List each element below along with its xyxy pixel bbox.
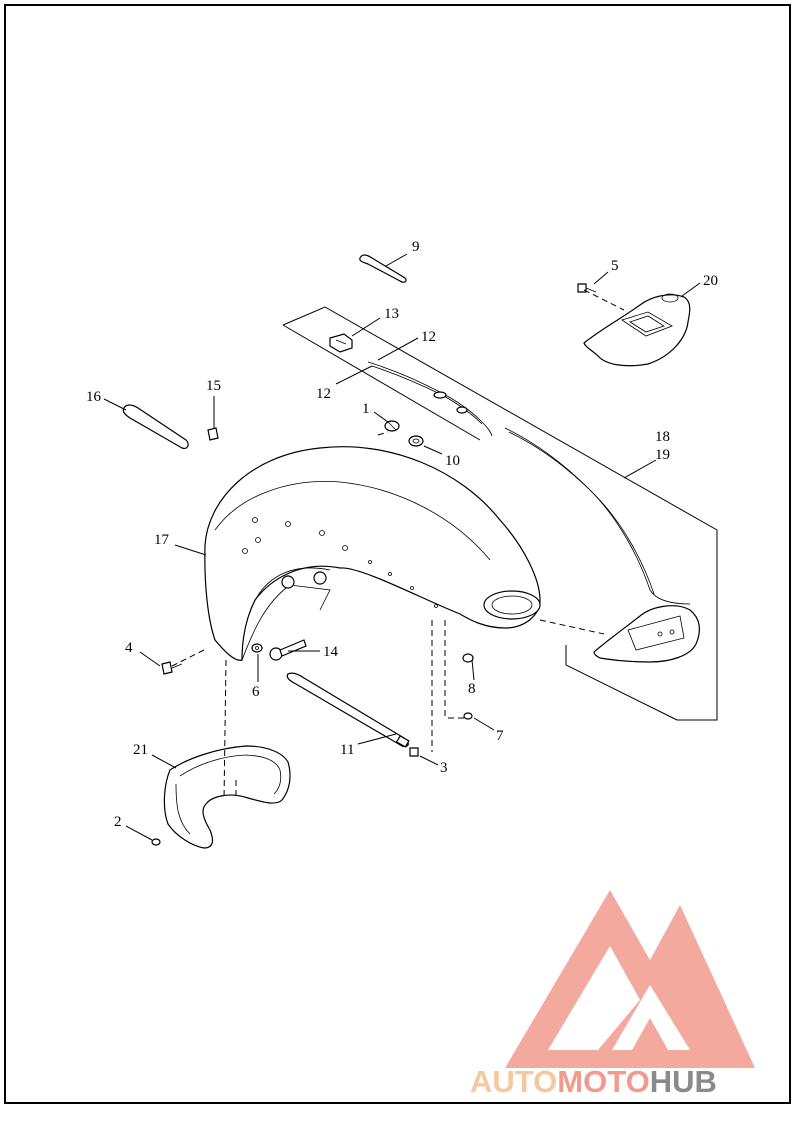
part-21-fender-support [163,745,291,849]
part-15-clip [207,427,219,441]
callout-21: 21 [133,742,148,758]
part-1-nut [384,420,400,432]
callout-20: 20 [703,273,718,289]
part-16-side-strip [122,404,189,449]
part-5-screw [577,283,597,293]
callout-1: 1 [362,401,370,417]
callout-9: 9 [412,239,420,255]
part-10-grommet [408,435,424,447]
part-9-trim-strip [359,254,407,283]
assembly-outline [282,306,718,721]
part-14-stud [269,639,307,661]
callout-7: 7 [496,728,504,744]
callout-5: 5 [611,258,619,274]
callout-19: 19 [655,447,670,463]
callout-17: 17 [154,532,170,548]
part-6-washer [251,643,263,653]
part-2-screw [151,838,161,846]
watermark-word-moto: MOTO [557,1064,650,1099]
callout-13: 13 [384,306,399,322]
part-4-bolt [161,661,183,675]
watermark-word-auto: AUTO [470,1064,558,1099]
alignment-lines [171,289,625,801]
callout-8: 8 [468,681,476,697]
callout-12-upper: 12 [421,329,436,345]
part-20-light-housing [583,293,691,367]
callout-4: 4 [125,640,133,656]
watermark-brand: AUTOMOTOHUB [470,1064,790,1100]
watermark-logo [505,890,755,1068]
callout-2: 2 [114,814,122,830]
callout-14: 14 [323,644,339,660]
callout-6: 6 [252,684,260,700]
leader-lines [103,253,701,841]
callout-12-lower: 12 [316,386,331,402]
part-18-19-tail-lamp [593,605,700,663]
part-7-screw [463,712,473,720]
part-17-rear-fender [204,446,541,661]
callout-3: 3 [440,760,448,776]
part-13-connector [329,333,353,353]
part-11-rail [286,672,410,748]
callout-15: 15 [206,378,221,394]
part-8-nut [462,653,474,663]
watermark-word-hub: HUB [649,1064,717,1099]
callout-18: 18 [655,429,670,445]
part-12-wiring-harness [367,361,691,605]
callout-11: 11 [340,742,354,758]
callout-16: 16 [86,389,102,405]
part-3-screw [409,747,419,757]
callout-10: 10 [445,453,460,469]
callout-labels: 9 5 20 13 12 12 15 16 1 10 18 19 17 4 6 … [86,239,718,830]
